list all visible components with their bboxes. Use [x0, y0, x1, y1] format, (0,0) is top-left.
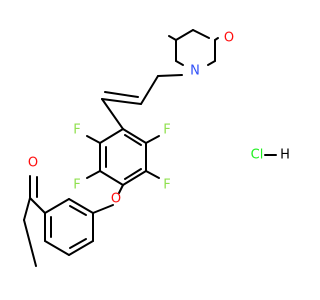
atom-label-morpholine-nitrogen: N [190, 64, 200, 79]
atom-label-morpholine-oxygen: O [224, 31, 234, 46]
molecule-drawing: O N F F F F O O Cl H [23, 29, 290, 267]
bond [101, 98, 124, 130]
bond [157, 74, 183, 77]
bond [23, 197, 31, 221]
bond [69, 205, 87, 216]
bond [122, 128, 147, 144]
bond [175, 29, 194, 41]
bond [44, 240, 70, 256]
bond [101, 98, 142, 105]
bond [214, 37, 219, 41]
bond [122, 170, 147, 186]
atom-label-fluorine-upper-right: F [163, 123, 170, 138]
bond [175, 60, 184, 66]
bond [86, 170, 101, 179]
bond [86, 135, 101, 144]
bond [92, 204, 114, 214]
atom-label-fluorine-upper-left: F [73, 123, 80, 138]
atom-label-fluorine-lower-left: F [73, 178, 80, 193]
bond [124, 134, 142, 146]
bond [29, 197, 46, 214]
bond [118, 184, 124, 194]
bond [68, 240, 94, 256]
bond [207, 60, 216, 66]
bond [69, 238, 87, 249]
bond [99, 128, 124, 144]
atom-label-ether-oxygen: O [111, 192, 121, 207]
bond [124, 168, 142, 180]
bond [99, 170, 124, 186]
bond [192, 29, 210, 39]
bond [23, 219, 37, 267]
atom-label-carbonyl-oxygen: O [28, 156, 38, 171]
bond [140, 75, 159, 105]
bond [145, 170, 160, 179]
structure-canvas: O N F F F F O O Cl H [23, 29, 290, 267]
bond [168, 35, 177, 41]
bond [68, 198, 94, 214]
bond [44, 198, 70, 214]
atom-label-fluorine-lower-right: F [163, 178, 170, 193]
salt-label-chlorine: Cl [251, 148, 264, 163]
bond [145, 135, 160, 144]
salt-label-hydrogen: H [280, 148, 290, 163]
bond [104, 91, 139, 98]
